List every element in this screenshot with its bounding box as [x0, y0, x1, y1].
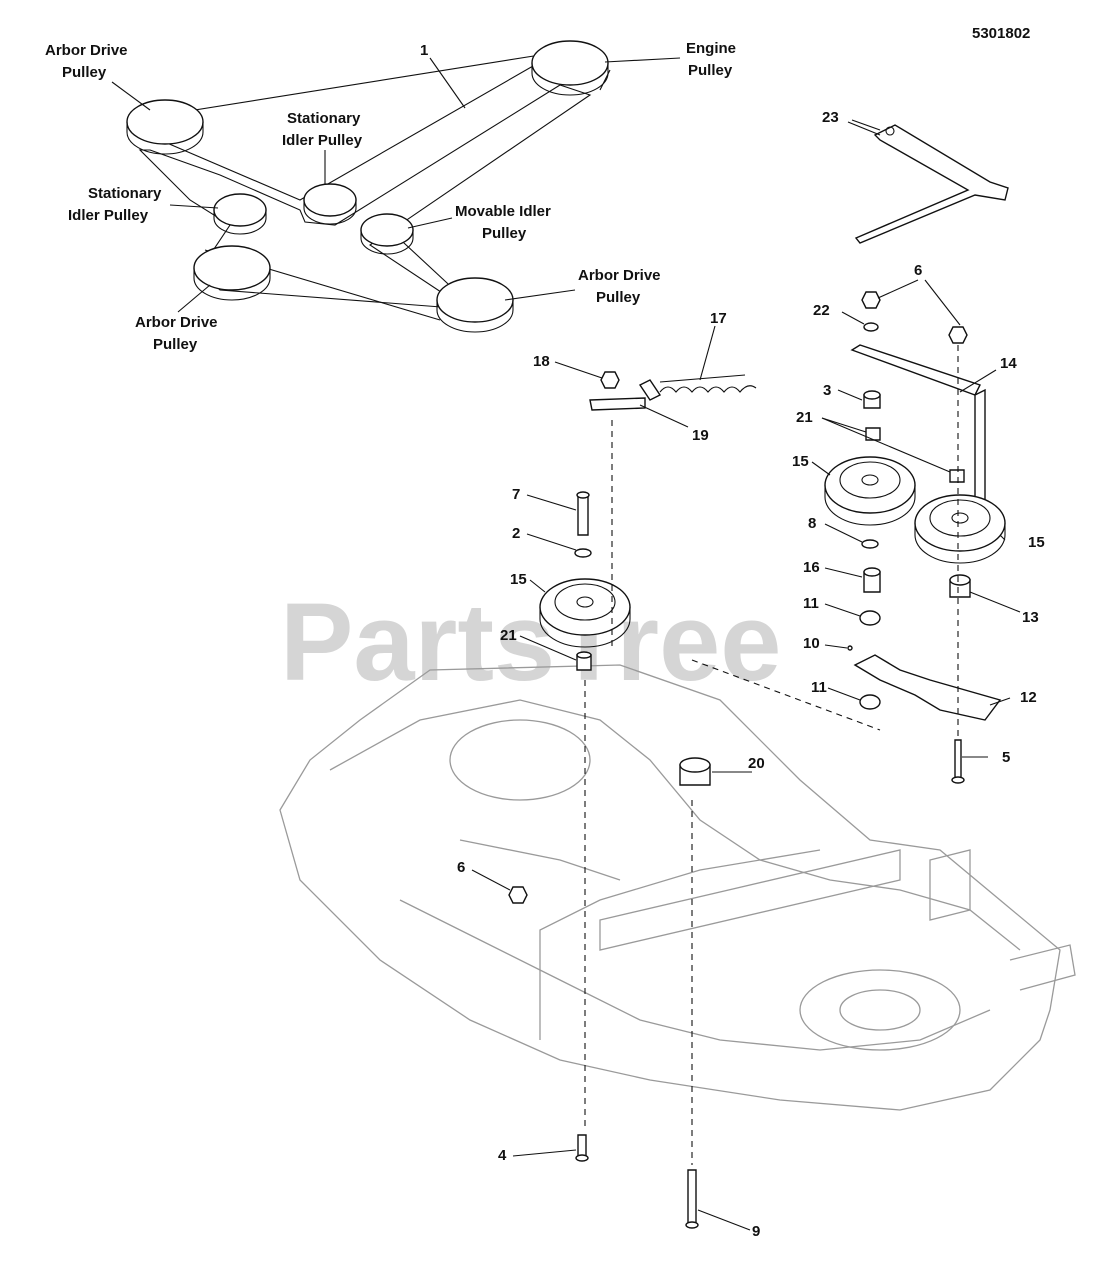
mower-deck [279, 664, 1076, 1111]
engine-pulley-shape [531, 40, 609, 96]
arbor-drive-pulley-bottom-left-label-1: Arbor Drive [135, 314, 218, 331]
callout-7: 7 [512, 486, 520, 503]
arbor-drive-pulley-bottom-left-shape [193, 245, 271, 301]
callout-13: 13 [1022, 609, 1039, 626]
callout-15-right-left: 15 [792, 453, 809, 470]
callout-5: 5 [1002, 749, 1010, 766]
callout-20: 20 [748, 755, 765, 772]
callout-12: 12 [1020, 689, 1037, 706]
arbor-drive-pulley-right-label-2: Pulley [596, 289, 641, 306]
arbor-drive-pulley-right-label-1: Arbor Drive [578, 267, 661, 284]
svg-text:Movable Idler: Movable Idler [455, 203, 551, 220]
stationary-idler-pulley-center-label-2: Idler Pulley [282, 132, 363, 149]
callout-15-center: 15 [510, 571, 527, 588]
callout-6-top: 6 [914, 262, 922, 279]
callout-8: 8 [808, 515, 816, 532]
callout-numbers: 1 23 6 22 14 3 21 15 8 16 11 10 13 12 5 … [420, 42, 1045, 1240]
arbor-drive-pulley-right-shape [436, 277, 514, 333]
svg-text:Pulley: Pulley [62, 64, 107, 81]
stationary-idler-pulley-left-label-1: Stationary [88, 185, 162, 202]
svg-text:Arbor Drive: Arbor Drive [135, 314, 218, 331]
callout-22: 22 [813, 302, 830, 319]
svg-text:Idler Pulley: Idler Pulley [282, 132, 363, 149]
movable-idler-pulley-shape [360, 213, 414, 255]
callout-23: 23 [822, 109, 839, 126]
callout-leaders [471, 121, 1021, 1231]
svg-text:Idler Pulley: Idler Pulley [68, 207, 149, 224]
arbor-drive-pulley-top-left-label-1: Arbor Drive [45, 42, 128, 59]
callout-18: 18 [533, 353, 550, 370]
svg-text:Pulley: Pulley [482, 225, 527, 242]
engine-pulley-label-2: Pulley [688, 62, 733, 79]
svg-text:Pulley: Pulley [596, 289, 641, 306]
svg-text:Engine: Engine [686, 40, 736, 57]
arbor-drive-pulley-top-left-shape [126, 99, 204, 155]
callout-16: 16 [803, 559, 820, 576]
center-idler-assembly [508, 371, 881, 1229]
svg-text:Pulley: Pulley [688, 62, 733, 79]
callout-1: 1 [420, 42, 428, 59]
stationary-idler-pulley-center-shape [303, 183, 357, 225]
arbor-drive-pulley-top-left-label-2: Pulley [62, 64, 107, 81]
part-23-rod [851, 119, 1009, 244]
callout-2: 2 [512, 525, 520, 542]
callout-6-lower: 6 [457, 859, 465, 876]
callout-3: 3 [823, 382, 831, 399]
stationary-idler-pulley-left-shape [213, 193, 267, 235]
movable-idler-pulley-label-1: Movable Idler [455, 203, 551, 220]
callout-17: 17 [710, 310, 727, 327]
callout-11-top: 11 [803, 595, 819, 612]
watermark: PartsTree [280, 581, 781, 704]
callout-21-center: 21 [500, 627, 517, 644]
svg-text:Pulley: Pulley [153, 336, 198, 353]
svg-text:Stationary: Stationary [287, 110, 361, 127]
belt-routing-diagram: Arbor Drive Pulley Stationary Idler Pull… [45, 40, 736, 353]
callout-19: 19 [692, 427, 709, 444]
callout-4: 4 [498, 1147, 507, 1164]
right-idler-assembly [824, 291, 1006, 784]
stationary-idler-pulley-left-label-2: Idler Pulley [68, 207, 149, 224]
drawing-number: 5301802 [972, 25, 1030, 42]
callout-14: 14 [1000, 355, 1017, 372]
svg-text:Arbor Drive: Arbor Drive [578, 267, 661, 284]
callout-15-right: 15 [1028, 534, 1045, 551]
callout-9: 9 [752, 1223, 760, 1240]
arbor-drive-pulley-bottom-left-label-2: Pulley [153, 336, 198, 353]
callout-10: 10 [803, 635, 820, 652]
svg-text:Stationary: Stationary [88, 185, 162, 202]
engine-pulley-label-1: Engine [686, 40, 736, 57]
svg-text:Arbor Drive: Arbor Drive [45, 42, 128, 59]
callout-11-bottom: 11 [811, 679, 827, 696]
stationary-idler-pulley-center-label-1: Stationary [287, 110, 361, 127]
movable-idler-pulley-label-2: Pulley [482, 225, 527, 242]
callout-21-right: 21 [796, 409, 813, 426]
